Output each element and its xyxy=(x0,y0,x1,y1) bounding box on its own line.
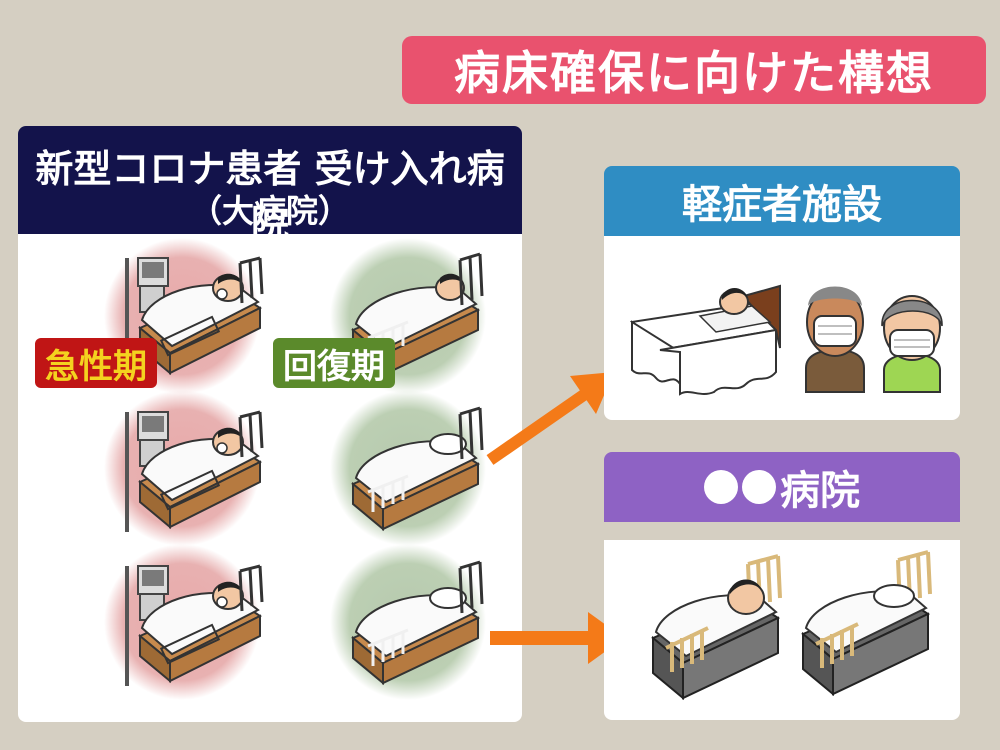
acute-phase-label: 急性期 xyxy=(35,338,157,388)
arrow-to-mild-facility xyxy=(486,372,614,465)
receiving-hospital-header: 新型コロナ患者 受け入れ病院 （大病院） xyxy=(18,126,522,246)
elderly-woman-icon xyxy=(881,295,943,393)
masked-circle-icon xyxy=(742,470,776,504)
receiving-hospital-subtitle: （大病院） xyxy=(189,192,350,230)
page-title: 病床確保に向けた構想 xyxy=(402,36,986,104)
masked-circle-icon xyxy=(704,470,738,504)
other-hospital-title: 病院 xyxy=(780,468,860,514)
elderly-man-icon xyxy=(805,286,865,393)
hotel-bed-icon xyxy=(629,284,781,396)
recovery-phase-label: 回復期 xyxy=(273,338,395,388)
pillow-icon xyxy=(873,584,915,608)
hospital-bed-icon xyxy=(651,554,782,700)
other-hospital-header: 病院 xyxy=(604,452,960,522)
mild-facility-header: 軽症者施設 xyxy=(604,166,960,236)
patient-icon xyxy=(727,579,765,615)
hospital-bed-icon xyxy=(801,550,932,696)
